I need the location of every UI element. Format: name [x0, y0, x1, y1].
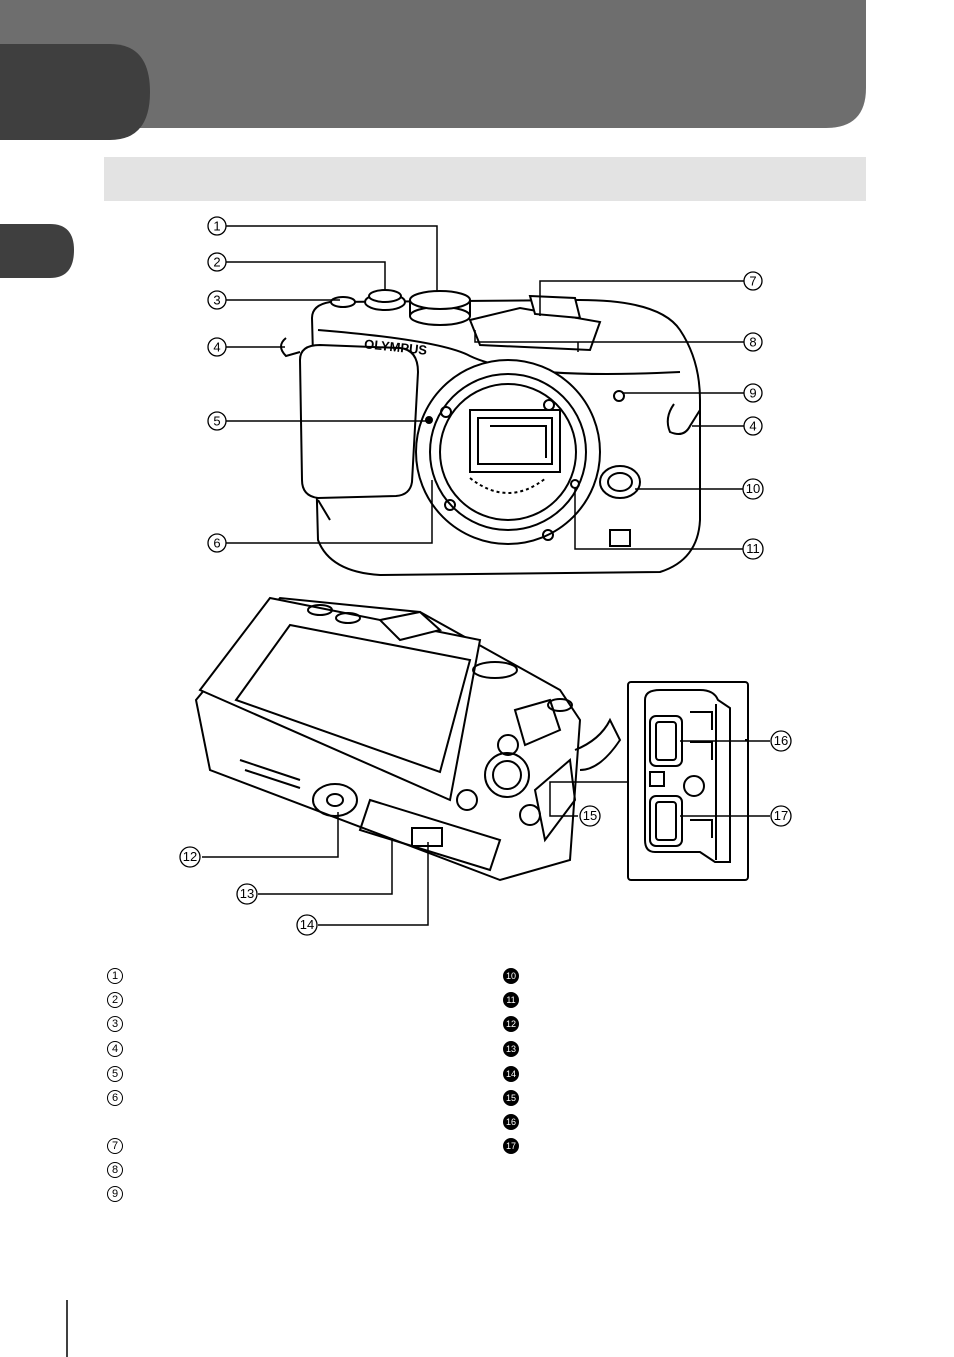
legend-item: 3 [107, 1016, 123, 1032]
legend-number: 2 [107, 992, 123, 1008]
svg-text:9: 9 [749, 386, 756, 401]
callout-leaders-back [202, 781, 628, 926]
legend-number: 16 [503, 1114, 519, 1130]
legend-item: 13 [503, 1041, 519, 1057]
section-title-bar [104, 157, 866, 201]
svg-text:16: 16 [774, 733, 788, 748]
legend-item: 5 [107, 1066, 123, 1082]
svg-text:12: 12 [183, 849, 197, 864]
legend-item: 2 [107, 992, 123, 1008]
legend-item: 14 [503, 1066, 519, 1082]
legend-number: 15 [503, 1090, 519, 1106]
legend-number: 6 [107, 1090, 123, 1106]
legend-item: 7 [107, 1138, 123, 1154]
legend-number: 11 [503, 992, 519, 1008]
camera-front-illustration [280, 289, 701, 577]
legend-number: 17 [503, 1138, 519, 1154]
svg-text:7: 7 [749, 274, 756, 289]
legend-item: 16 [503, 1114, 519, 1130]
legend-item: 8 [107, 1162, 123, 1178]
legend-item: 1 [107, 968, 123, 984]
brand-logo: OLYMPUS [363, 336, 428, 358]
legend-number: 10 [503, 968, 519, 984]
camera-back-illustration [194, 596, 622, 882]
svg-text:3: 3 [213, 293, 220, 308]
svg-text:15: 15 [583, 808, 597, 823]
legend-number: 14 [503, 1066, 519, 1082]
callouts-front: 1 2 3 4 5 6 7 8 9 4 10 11 [207, 216, 764, 560]
svg-text:10: 10 [746, 481, 760, 496]
svg-text:14: 14 [300, 917, 314, 932]
legend-item: 10 [503, 968, 519, 984]
legend-number: 12 [503, 1016, 519, 1032]
legend-item: 4 [107, 1041, 123, 1057]
svg-text:4: 4 [749, 419, 756, 434]
legend-item: 9 [107, 1186, 123, 1202]
svg-text:4: 4 [213, 340, 220, 355]
svg-text:11: 11 [746, 541, 760, 556]
svg-text:5: 5 [213, 414, 220, 429]
legend-number: 8 [107, 1162, 123, 1178]
legend-item: 11 [503, 992, 519, 1008]
svg-text:13: 13 [240, 886, 254, 901]
callouts-back: 12 13 14 15 16 17 [179, 730, 792, 936]
legend-item: 17 [503, 1138, 519, 1154]
legend-item: 12 [503, 1016, 519, 1032]
side-tab [0, 224, 74, 278]
legend-number: 5 [107, 1066, 123, 1082]
svg-text:1: 1 [213, 219, 220, 234]
svg-text:8: 8 [749, 335, 756, 350]
legend-item: 15 [503, 1090, 519, 1106]
callout-leaders-inset [680, 740, 770, 817]
svg-text:17: 17 [774, 808, 788, 823]
legend-number: 13 [503, 1041, 519, 1057]
connector-inset [627, 681, 749, 881]
legend-number: 7 [107, 1138, 123, 1154]
legend-number: 1 [107, 968, 123, 984]
header-band [0, 0, 866, 128]
legend-item: 6 [107, 1090, 123, 1106]
legend-number: 4 [107, 1041, 123, 1057]
svg-text:6: 6 [213, 536, 220, 551]
chapter-tab [0, 44, 150, 140]
svg-text:2: 2 [213, 255, 220, 270]
callout-leaders-front [226, 225, 745, 550]
legend-number: 9 [107, 1186, 123, 1202]
legend-number: 3 [107, 1016, 123, 1032]
